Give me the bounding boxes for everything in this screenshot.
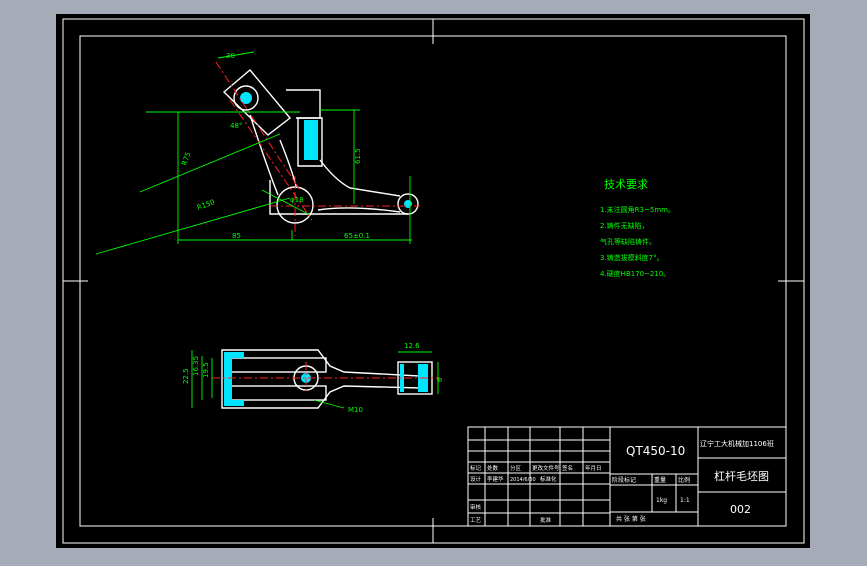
dim-65: 65±0.1 [344, 232, 370, 240]
drawing-number: 002 [730, 503, 751, 516]
dim-85: 85 [232, 232, 241, 240]
dim-61-5: 61.5 [354, 148, 362, 164]
row-label: 签名 [562, 464, 573, 472]
dim-16-35: 16.35 [192, 356, 200, 376]
bottom-view-dimension-text: 22.5 16.35 19.5 12.6 6 M10 [182, 342, 444, 414]
row-label: 更改文件号 [532, 464, 560, 472]
scale-label: 比例 [678, 476, 690, 484]
tech-req-item: 4.硬度HB170~210。 [600, 269, 670, 278]
tech-req-heading: 技术要求 [604, 178, 648, 191]
row2-label: 李建华 [487, 475, 504, 483]
dim-m10: M10 [348, 406, 363, 414]
approve-label: 批准 [540, 516, 552, 524]
title-block-grid [467, 426, 787, 527]
process-label: 工艺 [470, 517, 482, 524]
stage-label: 阶段标记 [612, 476, 636, 484]
bottom-view-centerline [212, 362, 440, 394]
title-block-text: QT450-10 辽宁工大机械加1106班 杠杆毛坯图 002 阶段标记 重量 … [470, 439, 774, 524]
material-label: QT450-10 [626, 444, 685, 458]
top-view-centerlines [215, 61, 420, 236]
drawing-name: 杠杆毛坯图 [714, 469, 769, 483]
tech-req-item: 3.铸造拔模斜度7°。 [600, 253, 664, 262]
row2-label: 设计 [470, 475, 482, 483]
review-label: 审核 [470, 503, 482, 511]
weight-label: 重量 [654, 476, 666, 484]
row-label: 处数 [487, 464, 499, 472]
bottom-view-dimensions [191, 350, 439, 409]
dim-tilt: 48° [230, 122, 242, 130]
school-label: 辽宁工大机械加1106班 [700, 439, 774, 448]
dim-19-5: 19.5 [202, 362, 210, 378]
dim-22-5: 22.5 [182, 368, 190, 384]
row2-label: 标准化 [540, 475, 557, 483]
centering-marks [63, 19, 804, 543]
sheet-canvas [56, 14, 810, 548]
weight-value: 1kg [656, 497, 667, 504]
dim-hole: φ18 [290, 196, 304, 204]
sheet-label: 共 张 第 张 [616, 515, 646, 523]
tech-req-item: 1.未注圆角R3~5mm。 [600, 205, 675, 214]
dim-12-6: 12.6 [404, 342, 420, 350]
tech-req-item: 气孔等缺陷铸件。 [600, 237, 656, 246]
scale-value: 1:1 [680, 497, 690, 504]
tech-req-item: 2.铸件无缺陷， [600, 221, 649, 230]
row-label: 标记 [470, 464, 482, 472]
row-label: 分区 [510, 464, 522, 472]
technical-requirements: 技术要求 1.未注圆角R3~5mm。 2.铸件无缺陷， 气孔等缺陷铸件。 3.铸… [600, 178, 675, 278]
top-view-dimensions [95, 51, 412, 255]
dim-top-30: 30 [226, 52, 235, 60]
top-view-outline [222, 69, 419, 224]
row2-label: 2014/6/30 [510, 477, 536, 483]
dim-6: 6 [436, 377, 444, 382]
row-label: 年月日 [585, 464, 602, 472]
